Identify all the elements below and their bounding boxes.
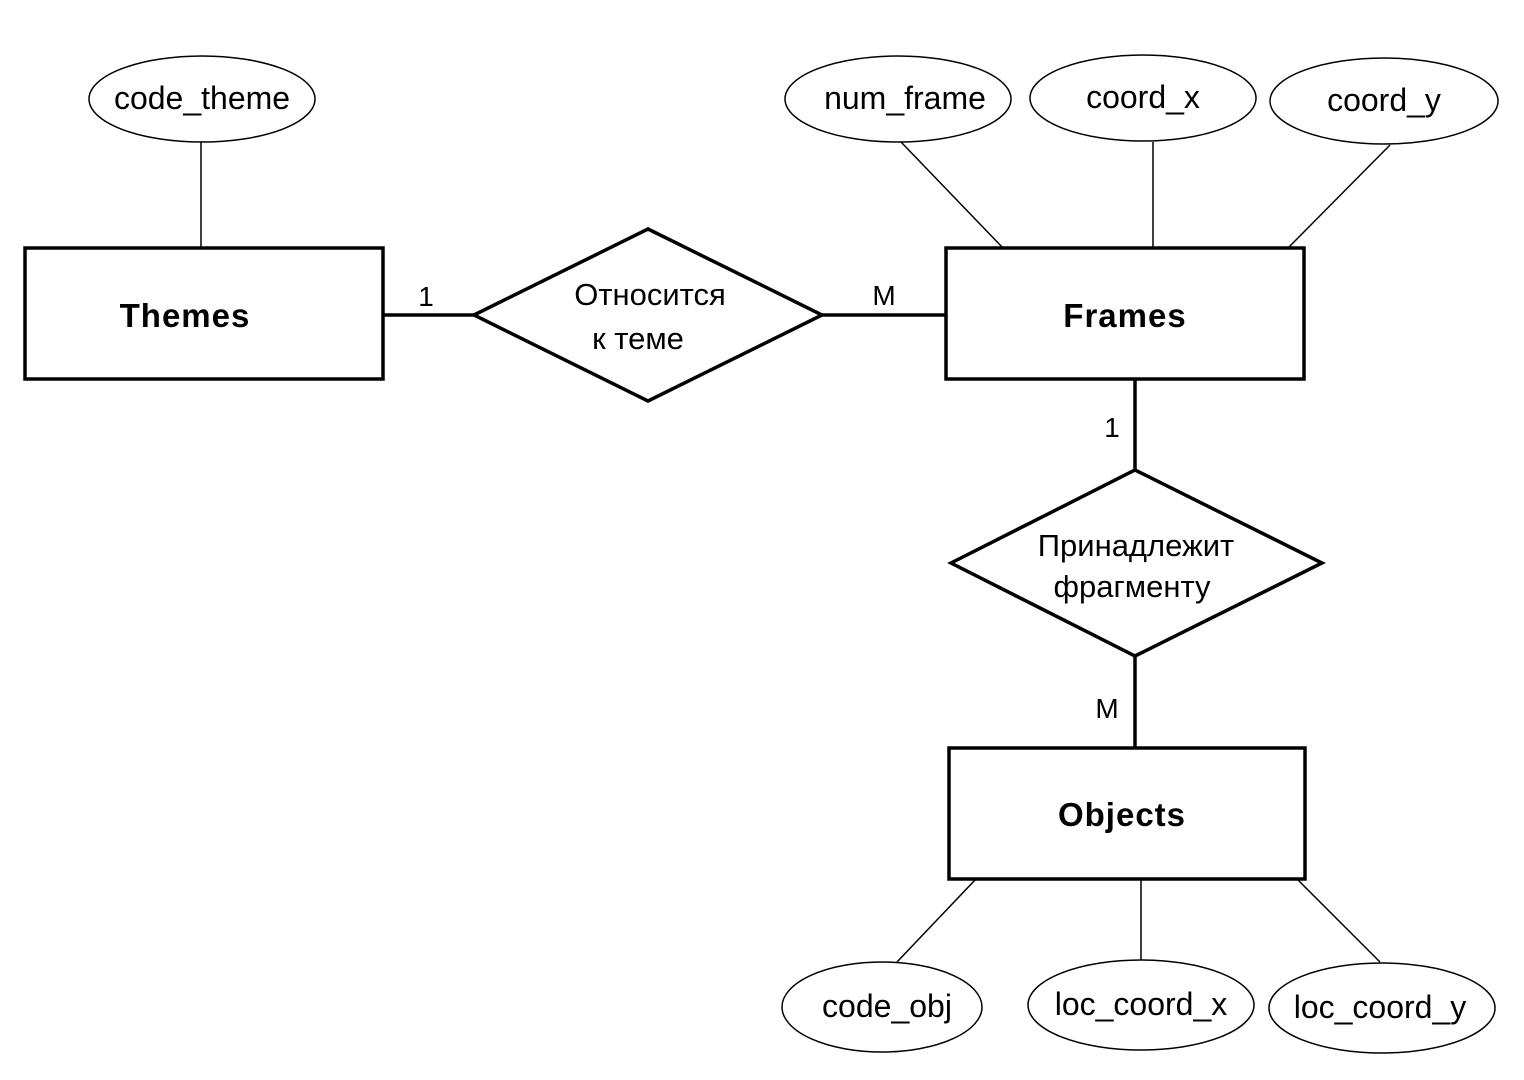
attribute-num-frame-label: num_frame	[824, 80, 986, 116]
entity-themes-label: Themes	[120, 297, 251, 334]
attribute-coord-x[interactable]: coord_x	[1029, 54, 1257, 142]
attribute-num-frame[interactable]: num_frame	[784, 55, 1012, 143]
attribute-code-theme-label: code_theme	[114, 80, 290, 116]
attribute-coord-y[interactable]: coord_y	[1269, 57, 1499, 145]
entity-themes[interactable]: Themes	[23, 246, 385, 381]
entity-frames[interactable]: Frames	[944, 246, 1306, 381]
attribute-loc-coord-x-label: loc_coord_x	[1055, 986, 1228, 1022]
attribute-code-obj[interactable]: code_obj	[781, 961, 983, 1053]
attribute-loc-coord-y-label: loc_coord_y	[1294, 989, 1467, 1025]
entity-objects-label: Objects	[1058, 796, 1186, 833]
cardinality-objects: M	[1095, 693, 1118, 724]
attribute-code-obj-label: code_obj	[822, 988, 952, 1024]
relationship-belongs-theme[interactable]: Относится к теме	[470, 227, 826, 403]
line-coord-y	[1287, 144, 1391, 249]
attribute-coord-y-label: coord_y	[1327, 82, 1441, 118]
attribute-code-theme[interactable]: code_theme	[88, 55, 316, 143]
relationship-belongs-theme-line1: Относится	[574, 277, 726, 312]
cardinality-frames-objects: 1	[1104, 412, 1120, 443]
line-code-obj	[896, 879, 976, 963]
cardinality-themes: 1	[418, 281, 434, 312]
relationship-belongs-fragment-line1: Принадлежит	[1038, 528, 1235, 563]
line-num-frame	[900, 141, 1004, 249]
cardinality-frames-theme: M	[872, 280, 895, 311]
entity-objects[interactable]: Objects	[947, 746, 1307, 881]
relationship-belongs-fragment-line2: фрагменту	[1053, 569, 1211, 604]
attribute-loc-coord-x[interactable]: loc_coord_x	[1027, 959, 1255, 1051]
connector-lines	[200, 141, 1391, 963]
relationship-belongs-fragment[interactable]: Принадлежит фрагменту	[947, 468, 1326, 658]
attribute-loc-coord-y[interactable]: loc_coord_y	[1268, 962, 1496, 1054]
relationship-belongs-theme-line2: к теме	[592, 321, 684, 356]
line-loc-coord-y	[1297, 879, 1381, 963]
attribute-coord-x-label: coord_x	[1086, 79, 1200, 115]
entity-frames-label: Frames	[1063, 297, 1186, 334]
